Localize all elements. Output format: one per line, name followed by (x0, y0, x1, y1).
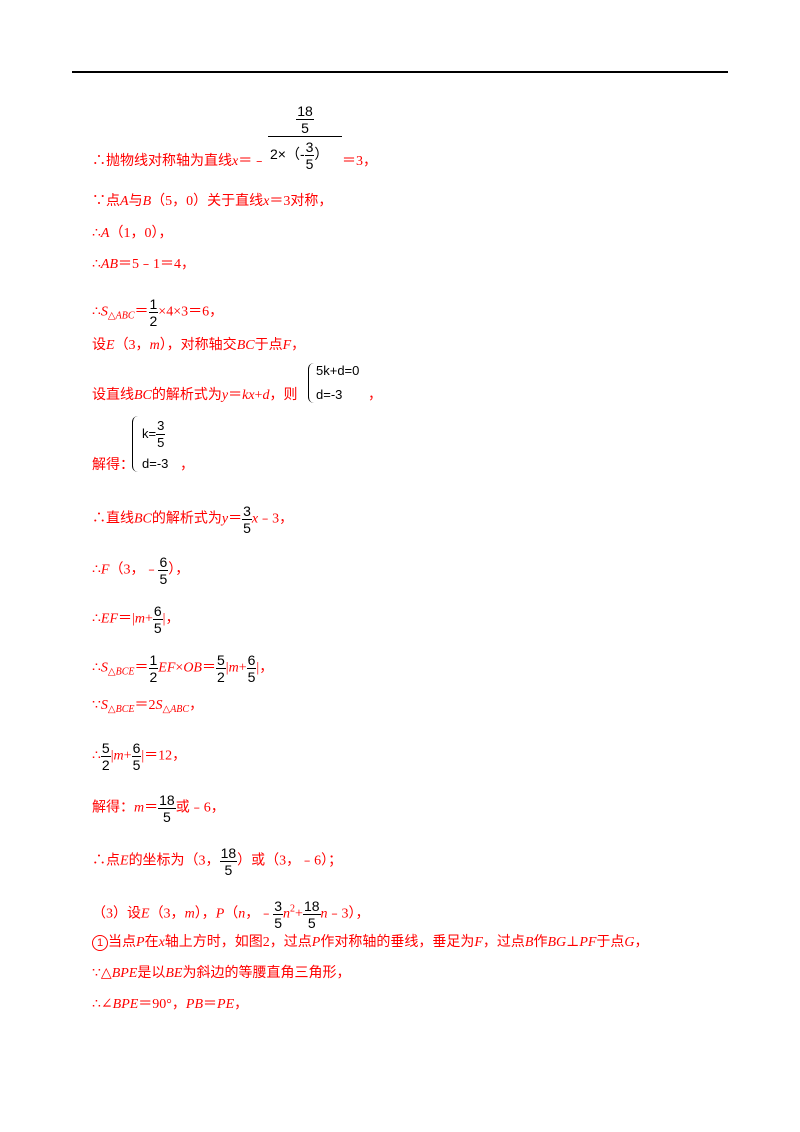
line-isosceles-right: ∵△BPE是以BE为斜边的等腰直角三角形， (92, 966, 351, 981)
line-7-tail: ， (368, 388, 382, 403)
header-rule (72, 71, 728, 73)
line-ab-length: ∴AB＝5﹣1＝4， (92, 257, 196, 272)
line-solution-label: 解得： (92, 458, 134, 473)
system-of-equations: 5k+d=0 d=-3 (308, 361, 378, 405)
line-area-relation: ∵S△BCE＝2S△ABC， (92, 698, 204, 715)
circled-number: 1 (92, 935, 108, 951)
line-set-e: 设E（3，m），对称轴交BC于点F， (92, 338, 306, 353)
line-right-angle: ∴∠BPE＝90°，PB＝PE， (92, 997, 249, 1012)
line-bc-equation-setup: 设直线BC的解析式为y＝kx+d，则 (92, 388, 298, 403)
line-points-symmetric: ∵点A与B（5，0）关于直线x＝3对称， (92, 194, 333, 209)
line-8-tail: ， (180, 458, 194, 473)
line-point-a: ∴A（1，0）， (92, 226, 173, 241)
